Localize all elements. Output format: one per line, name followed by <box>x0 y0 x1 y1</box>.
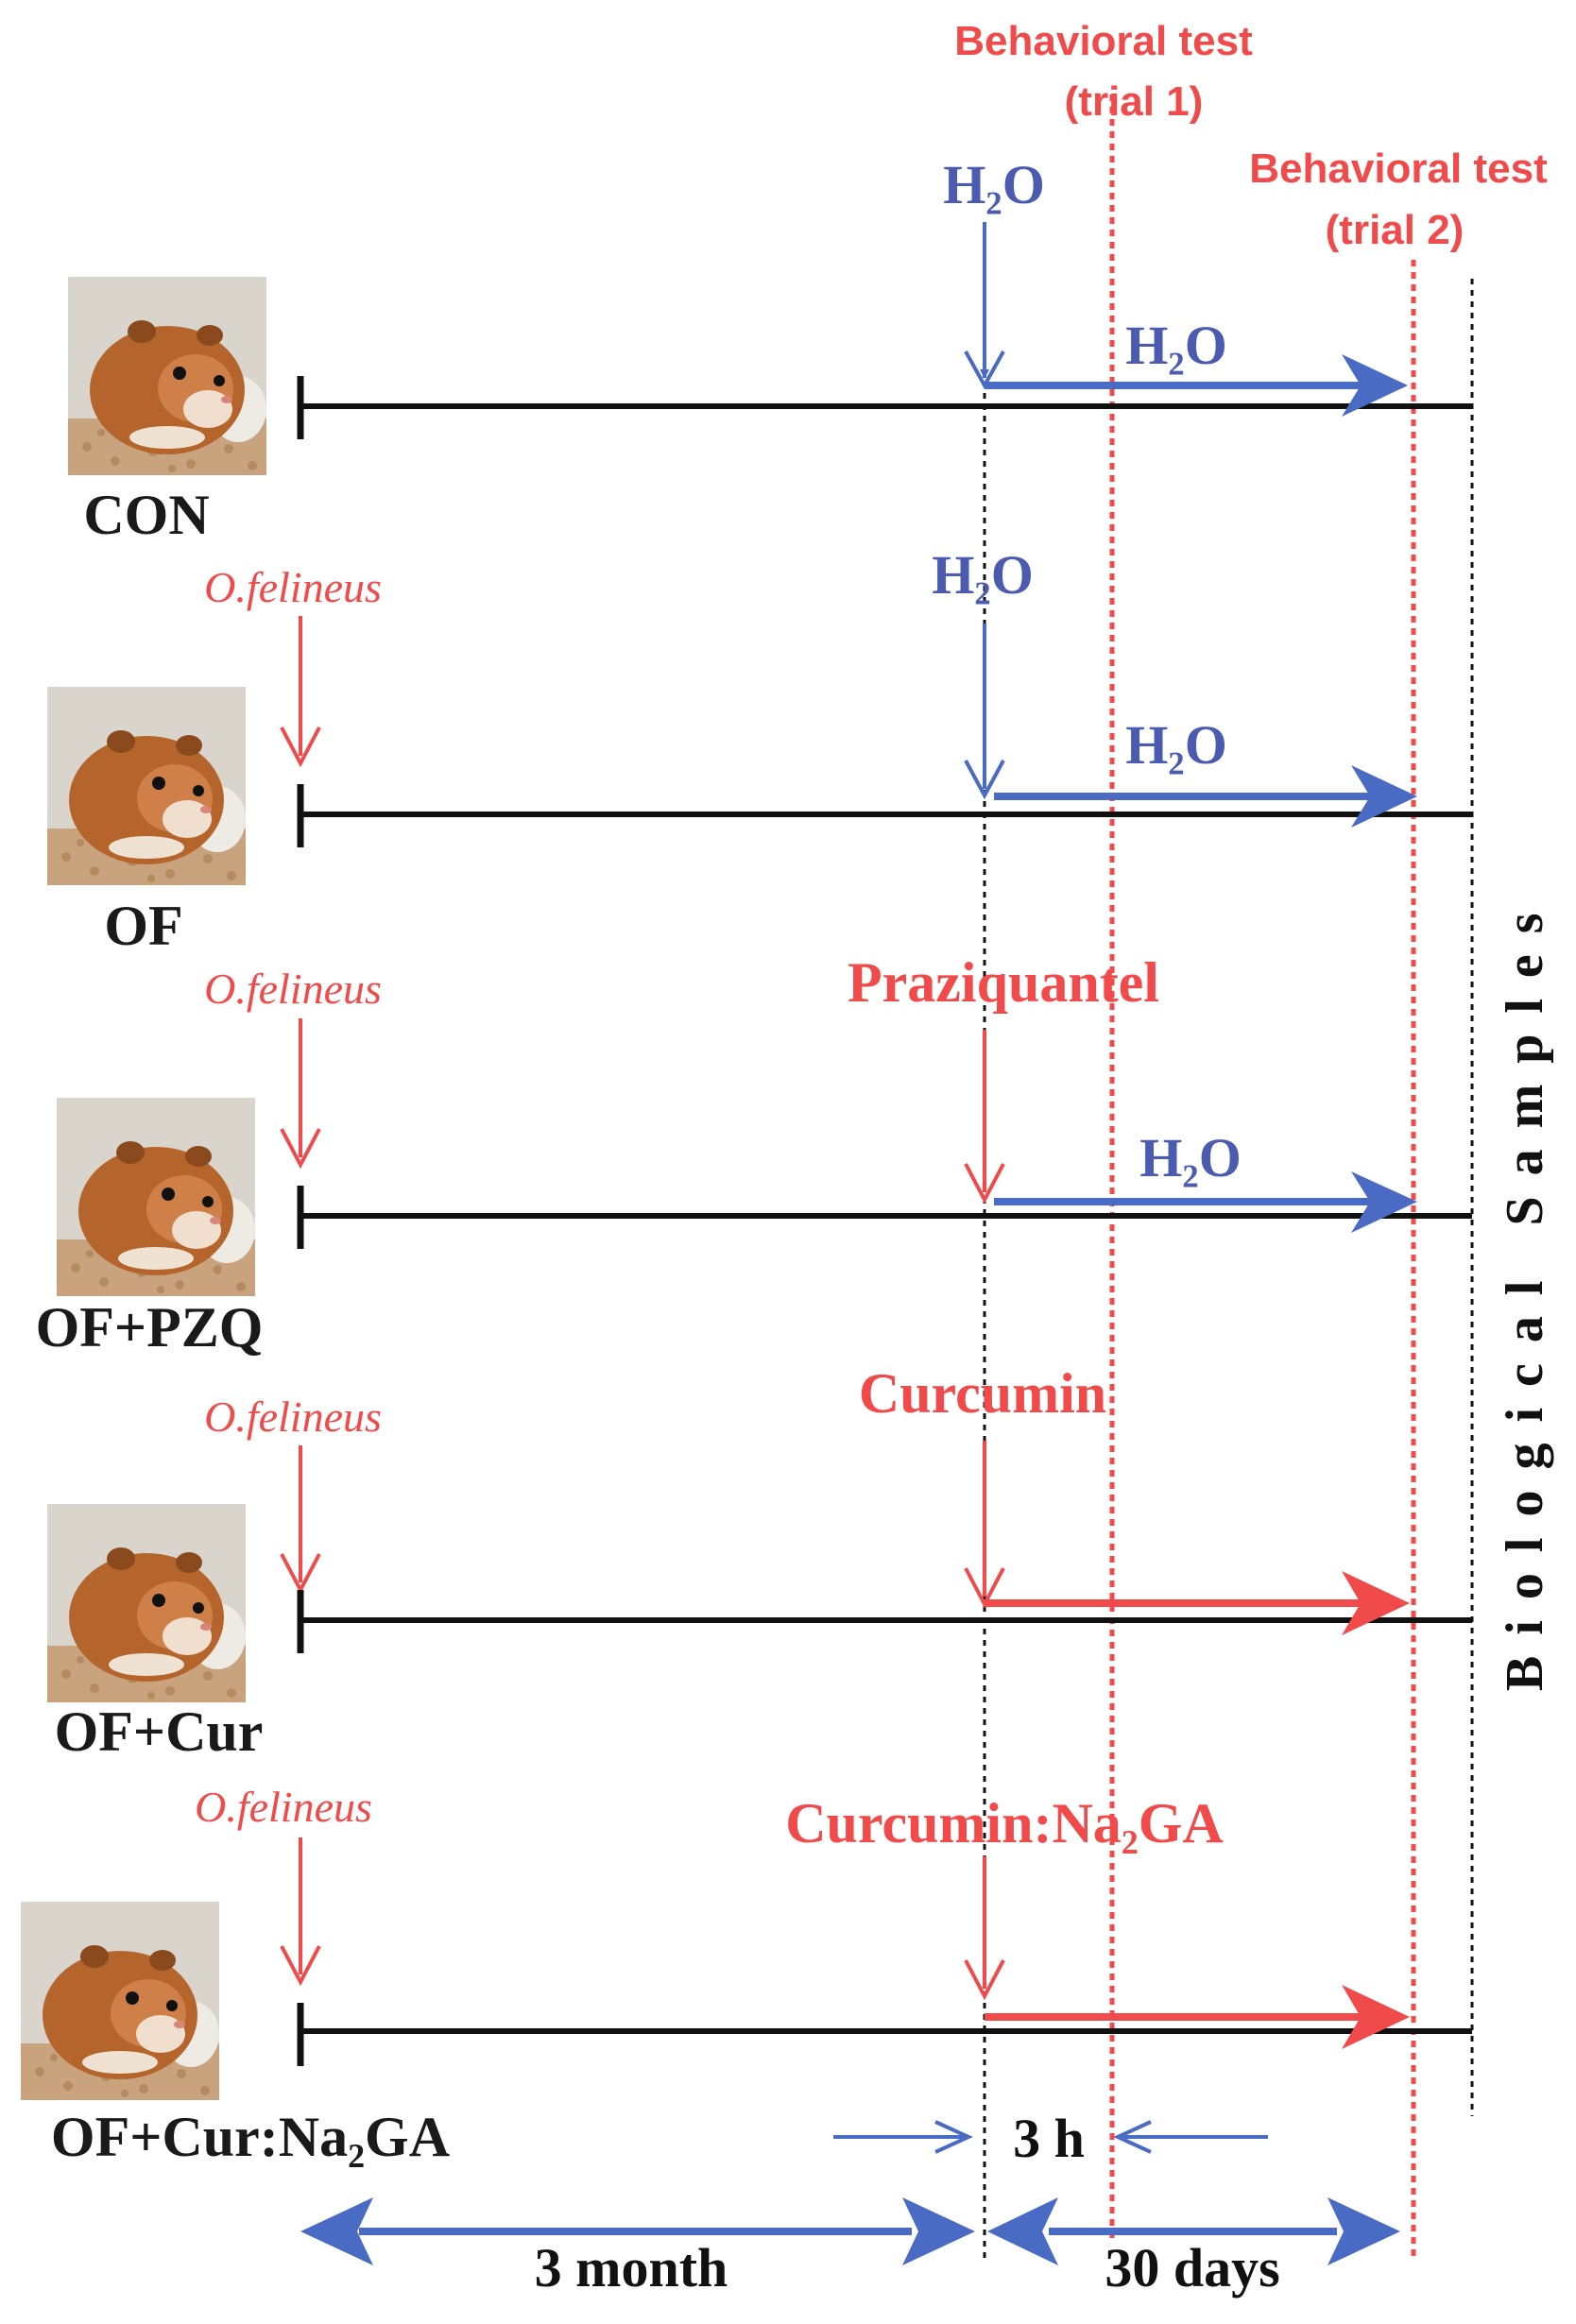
treatment-arrow-label: H₂O <box>1139 1127 1242 1188</box>
treatment-arrow-label: H₂O <box>1125 315 1227 376</box>
arrow-head-right <box>1328 2197 1400 2265</box>
group-con: CON H₂O <box>68 222 1472 546</box>
arrow-head-left <box>300 2197 373 2265</box>
hamster-photo <box>47 687 246 885</box>
parasite-label: O.felineus <box>204 965 382 1013</box>
treatment-arrow-head <box>964 1163 1005 1205</box>
treatment-label: Praziquantel <box>848 951 1159 1014</box>
hamster-photo <box>21 1902 219 2100</box>
parasite-label: O.felineus <box>204 563 382 611</box>
infection-period-arrow: 3 month <box>300 2197 975 2298</box>
arrow-head-right <box>902 2197 975 2265</box>
trial2-title: Behavioral test <box>1249 145 1548 192</box>
parasite-label: O.felineus <box>195 1783 372 1831</box>
treatment-arrow-head <box>964 1959 1005 2001</box>
arrow-head-left <box>987 2197 1058 2265</box>
hamster-photo <box>57 1098 255 1296</box>
trial2-sub: (trial 2) <box>1326 207 1465 253</box>
treatment-arrow-head <box>964 760 1005 800</box>
hamster-photo <box>68 277 266 475</box>
left-pointer-head <box>934 2120 973 2154</box>
treatment-label: Curcumin:Na₂GA <box>785 1792 1224 1854</box>
treatment-arrow-head-right <box>1342 1985 1410 2049</box>
treatment-arrow-label: H₂O <box>1125 714 1227 776</box>
group-of-pzq: OF+PZQ O.felineus Praziquantel H₂O <box>36 951 1472 1359</box>
parasite-label: O.felineus <box>204 1393 382 1441</box>
interval-treatment-label: 30 days <box>1105 2237 1279 2298</box>
biological-samples-label: Biological Samples <box>1496 892 1554 1691</box>
treatment-label: H₂O <box>932 544 1034 606</box>
infection-arrow-head <box>280 1945 321 1987</box>
treatment-arrow-head-right <box>1342 354 1408 417</box>
infection-arrow-head <box>280 1128 321 1170</box>
group-of: OF O.felineus H₂O H₂O <box>47 544 1472 957</box>
treatment-period-arrow: 30 days <box>987 2197 1400 2298</box>
three-hour-interval: 3 h <box>833 2108 1268 2169</box>
treatment-arrow-head-right <box>1351 1171 1417 1233</box>
group-label: OF+Cur:Na₂GA <box>51 2106 450 2168</box>
infection-arrow-head <box>280 726 321 768</box>
treatment-arrow-head-right <box>1342 1571 1410 1635</box>
interval-short-label: 3 h <box>1013 2108 1085 2169</box>
treatment-arrow-head-right <box>1351 765 1417 828</box>
group-of-cur: OF+Cur O.felineus Curcumin <box>47 1362 1472 1763</box>
trial1-sub: (trial 1) <box>1065 78 1204 125</box>
group-label: OF+PZQ <box>36 1296 264 1359</box>
treatment-label: Curcumin <box>859 1362 1106 1425</box>
right-pointer-head <box>1113 2120 1152 2154</box>
interval-infection-label: 3 month <box>535 2237 728 2298</box>
group-label: OF+Cur <box>55 1700 264 1763</box>
trial1-title: Behavioral test <box>954 18 1253 64</box>
hamster-photo <box>47 1504 246 1702</box>
group-label: CON <box>83 484 209 546</box>
con-treatment-label: H₂O <box>943 154 1045 215</box>
group-label: OF <box>104 895 182 957</box>
group-of-cur-na2ga: OF+Cur:Na₂GA O.felineus Curcumin:Na₂GA <box>21 1783 1472 2168</box>
